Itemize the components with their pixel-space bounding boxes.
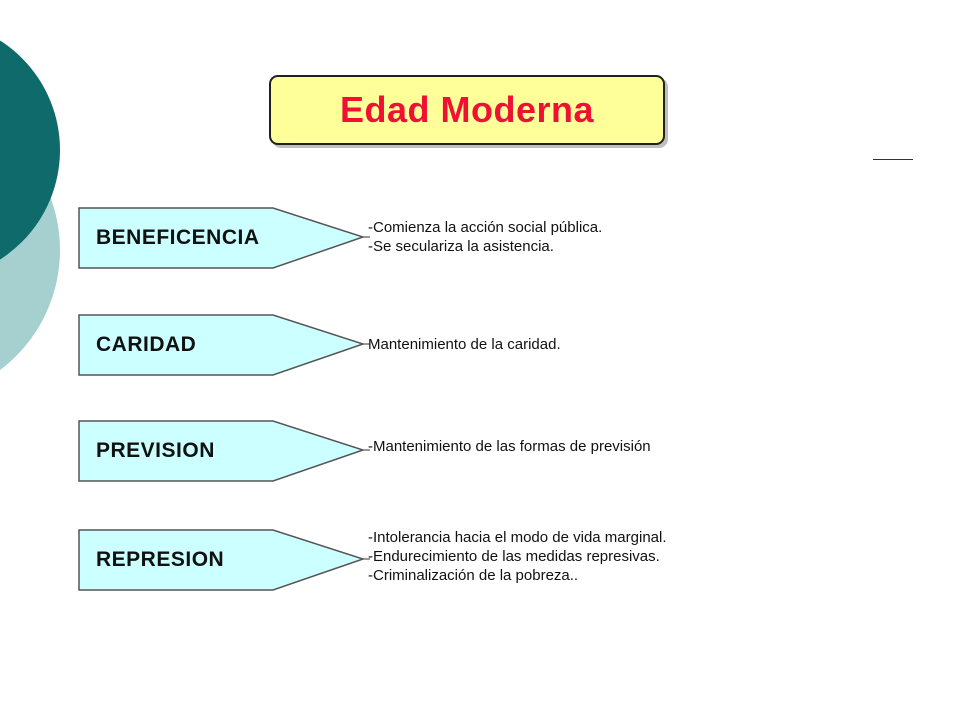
dark-circle — [0, 40, 60, 260]
row-label: CARIDAD — [96, 333, 197, 356]
decorative-circles — [0, 40, 60, 370]
title-box: Edad Moderna — [269, 75, 665, 145]
row-notes: Mantenimiento de la caridad. — [368, 335, 561, 354]
arrow-shape — [78, 529, 370, 591]
arrow-shape — [78, 420, 370, 482]
row-notes: -Mantenimiento de las formas de previsió… — [368, 437, 651, 456]
row-label: PREVISION — [96, 439, 215, 462]
diagram-row-represion: REPRESION -Intolerancia hacia el modo de… — [78, 529, 778, 599]
row-label: REPRESION — [96, 548, 225, 571]
note-line: -Comienza la acción social pública. — [368, 219, 603, 236]
diagram-row-prevision: PREVISION -Mantenimiento de las formas d… — [78, 420, 778, 490]
note-line: -Intolerancia hacia el modo de vida marg… — [368, 529, 667, 546]
row-notes: -Comienza la acción social pública. -Se … — [368, 218, 602, 256]
arrow-shape — [78, 207, 370, 269]
note-line: -Criminalización de la pobreza.. — [368, 567, 579, 584]
note-line: -Mantenimiento de las formas de previsió… — [368, 438, 651, 455]
arrow-shape — [78, 314, 370, 376]
diagram-row-beneficencia: BENEFICENCIA -Comienza la acción social … — [78, 207, 778, 277]
note-line: -Endurecimiento de las medidas represiva… — [368, 548, 660, 565]
row-label: BENEFICENCIA — [96, 226, 260, 249]
note-line: Mantenimiento de la caridad. — [368, 336, 561, 353]
note-line: -Se seculariza la asistencia. — [368, 238, 554, 255]
decorative-line — [873, 159, 913, 160]
page-title: Edad Moderna — [339, 89, 595, 130]
diagram-row-caridad: CARIDAD Mantenimiento de la caridad. — [78, 314, 778, 384]
row-notes: -Intolerancia hacia el modo de vida marg… — [368, 528, 667, 585]
